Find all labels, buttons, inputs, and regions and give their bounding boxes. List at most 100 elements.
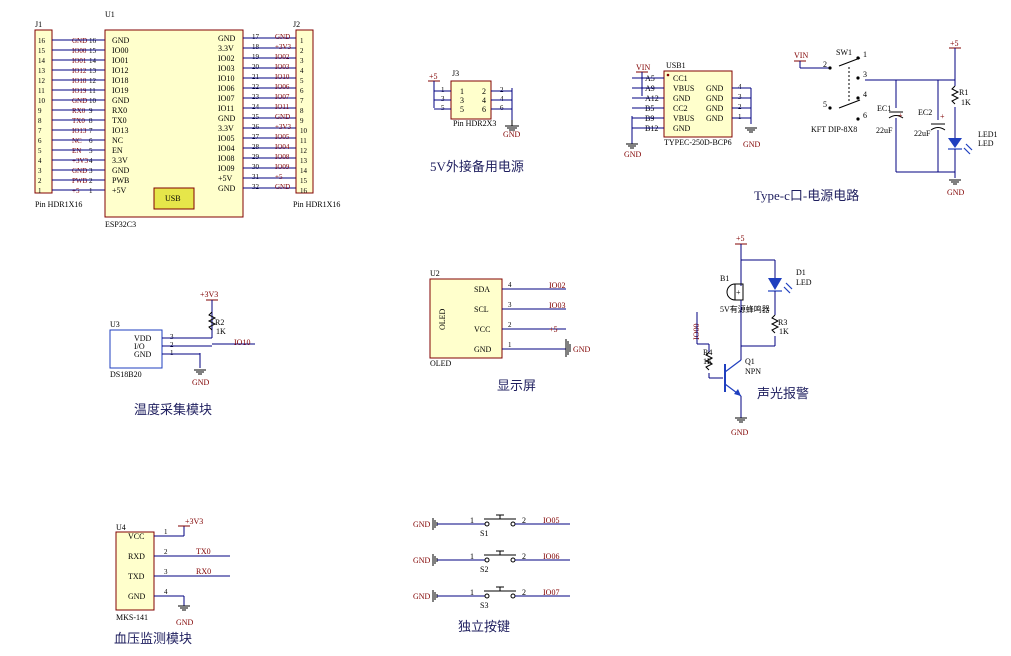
key-contact-a-2	[484, 593, 490, 599]
esp-right-num-10: 27	[252, 133, 260, 141]
caption-keys: 独立按键	[458, 619, 510, 634]
mks-net-2: RX0	[196, 567, 211, 576]
key-gnd-2: GND	[413, 592, 431, 601]
esp-right-net-13: IO09	[275, 163, 290, 171]
usb-inner-left-4: VBUS	[673, 114, 694, 123]
j2-num-15: 16	[300, 187, 308, 195]
j1-num-14: 2	[38, 177, 42, 185]
j1-num-5: 11	[38, 87, 45, 95]
esp-left-pin-10: NC	[112, 136, 123, 145]
esp-right-num-8: 25	[252, 113, 260, 121]
power-net-vin: VIN	[794, 51, 808, 60]
ds-num-1: 2	[170, 341, 174, 349]
j2-name: Pin HDR1X16	[293, 200, 340, 209]
j1-net-6: GND	[72, 97, 87, 105]
esp-right-num-11: 28	[252, 143, 260, 151]
j1-num-12: 4	[38, 157, 42, 165]
r1-ref: R1	[959, 88, 968, 97]
key-gnd-0: GND	[413, 520, 431, 529]
j1-pin-12: 4	[89, 157, 93, 165]
j2-num-10: 11	[300, 137, 307, 145]
j1-net-10: NC	[72, 137, 82, 145]
j3-out-right-1: 4	[500, 95, 504, 103]
u2-ref: U2	[430, 269, 440, 278]
ds-net-3v3: +3V3	[200, 290, 218, 299]
j3-out-right-0: 2	[500, 86, 504, 94]
mks-net-3: GND	[176, 618, 194, 627]
esp-left-pin-8: TX0	[112, 116, 127, 125]
esp-right-net-7: IO11	[275, 103, 290, 111]
ec1-val: 22uF	[876, 126, 893, 135]
esp-left-pin-14: PWB	[112, 176, 129, 185]
key-ref-2: S3	[480, 601, 488, 610]
key-ref-1: S2	[480, 565, 488, 574]
j3-name: Pin HDR2X3	[453, 119, 496, 128]
usb-inner-right-3: GND	[706, 114, 724, 123]
usb-inner-left-3: CC2	[673, 104, 688, 113]
ec2-ref: EC2	[918, 108, 932, 117]
oled-net-2: +5	[549, 325, 558, 334]
j1-net-4: IO18	[72, 77, 87, 85]
q1-name: NPN	[745, 367, 761, 376]
u3-name: DS18B20	[110, 370, 142, 379]
usb-inner-left-2: GND	[673, 94, 691, 103]
ec2-plus: +	[940, 112, 945, 121]
key-contact-a-1	[484, 557, 490, 563]
j1-num-11: 5	[38, 147, 42, 155]
oled-inner-label: OLED	[438, 308, 447, 330]
usb-inner-right-2: GND	[706, 104, 724, 113]
ds-pin-1: I/O	[134, 342, 145, 351]
ec2-val: 22uF	[914, 129, 931, 138]
oled-net-3: GND	[573, 345, 591, 354]
j1-net-14: PWB	[72, 177, 88, 185]
sw1-pin-0: 1	[863, 50, 867, 59]
usb-inner-right-0: GND	[706, 84, 724, 93]
esp-right-pin-15: GND	[218, 184, 236, 193]
d1-name: LED	[796, 278, 812, 287]
j3-out-left-0: 1	[441, 86, 445, 94]
esp-left-pin-13: GND	[112, 166, 130, 175]
alarm-circuit: +5 + B1 5V有源蜂鸣器 D1 LED R3 1K IO00 R4 1K	[692, 234, 812, 437]
j1-net-11: EN	[72, 147, 81, 155]
r1-val: 1K	[961, 98, 971, 107]
esp-right-pin-13: IO09	[218, 164, 234, 173]
esp-right-net-3: IO03	[275, 63, 290, 71]
sw1-pin-4: 5	[823, 100, 827, 109]
r4-val: 1K	[703, 357, 713, 366]
usb-right-num-0: 4	[738, 83, 742, 91]
esp-right-pin-14: +5V	[218, 174, 233, 183]
esp-right-pin-7: IO11	[218, 104, 234, 113]
usb-inner-right-1: GND	[706, 94, 724, 103]
j3-inner-right-2: 6	[482, 105, 486, 114]
j1-pin-1: 15	[89, 47, 97, 55]
ds-net-io10: IO10	[234, 338, 250, 347]
j1-net-5: IO19	[72, 87, 87, 95]
esp-right-num-12: 29	[252, 153, 260, 161]
sw1-pin-3: 4	[863, 90, 867, 99]
esp-right-net-6: IO07	[275, 93, 290, 101]
esp-left-pin-7: RX0	[112, 106, 127, 115]
j1-pin-8: 8	[89, 117, 93, 125]
esp-right-pin-10: IO05	[218, 134, 234, 143]
esp-left-pin-3: IO12	[112, 66, 128, 75]
j2-ref: J2	[293, 20, 300, 29]
esp-left-pin-0: GND	[112, 36, 130, 45]
oled-num-0: 4	[508, 281, 512, 289]
j1-pin-4: 12	[89, 77, 97, 85]
mks-pin-2: TXD	[128, 572, 145, 581]
j2-num-1: 2	[300, 47, 304, 55]
esp-right-net-10: IO05	[275, 133, 290, 141]
module-esp32c3: U1 ESP32C3 USB GNDIO00IO01IO12IO18IO19GN…	[104, 10, 296, 229]
power-net-gnd: GND	[947, 188, 965, 197]
esp-right-pin-6: IO07	[218, 94, 234, 103]
mks-net-1: TX0	[196, 547, 211, 556]
j1-num-13: 3	[38, 167, 42, 175]
esp-left-pin-5: IO19	[112, 86, 128, 95]
j2-num-4: 5	[300, 77, 304, 85]
caption-alarm: 声光报警	[757, 386, 809, 401]
esp-right-num-0: 17	[252, 33, 260, 41]
j1-pin-6: 10	[89, 97, 97, 105]
